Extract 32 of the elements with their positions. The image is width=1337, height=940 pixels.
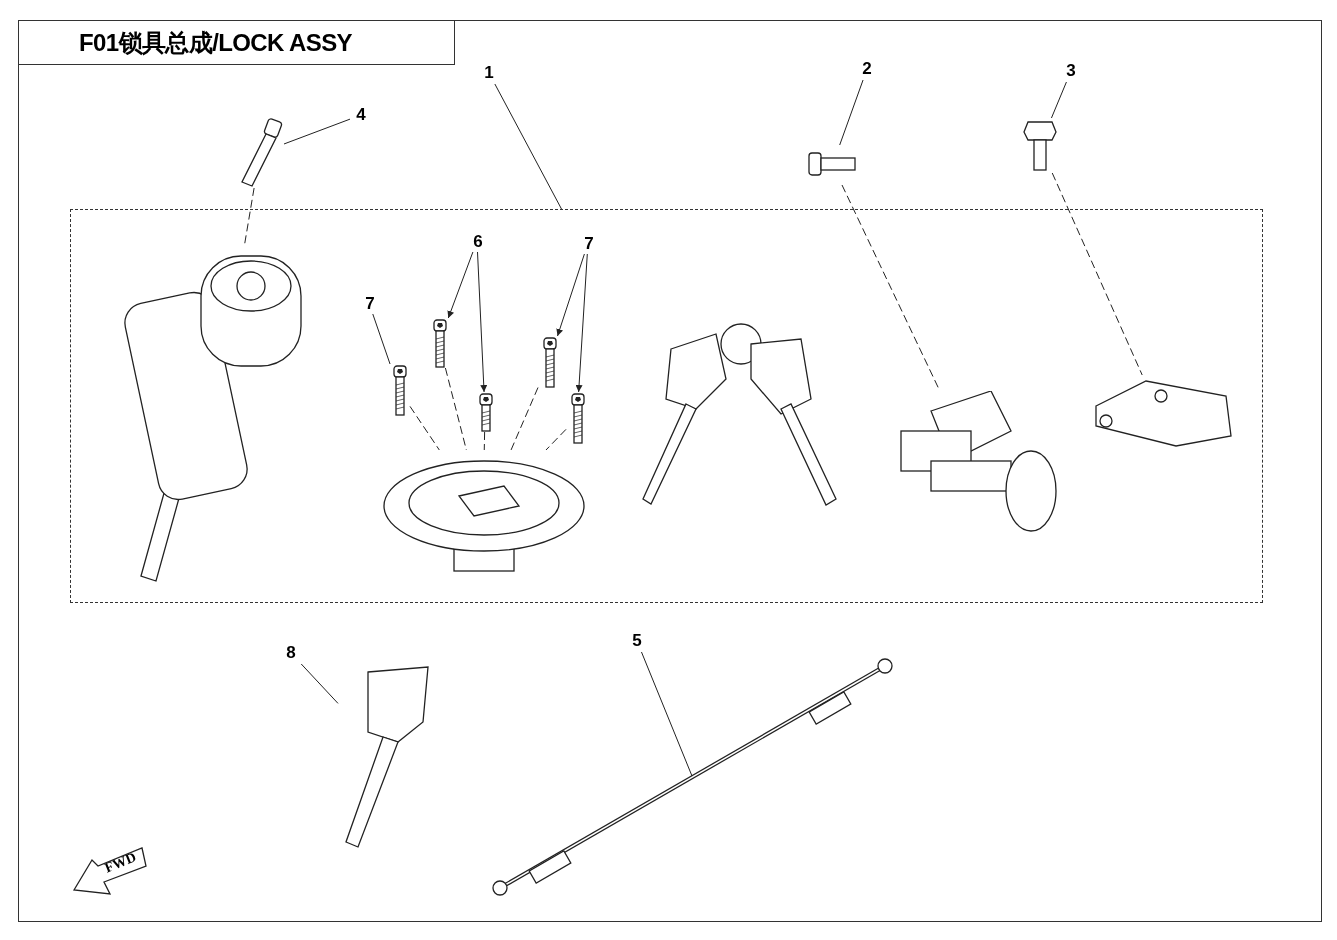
callout-number: 2	[856, 58, 878, 80]
assembly-line	[444, 367, 467, 451]
callout-number: 7	[359, 293, 381, 315]
leader-line	[447, 251, 474, 319]
callout-number: 3	[1060, 60, 1082, 82]
leader-line	[641, 651, 693, 777]
direction-label: FWD	[101, 848, 140, 878]
leader-line	[283, 118, 351, 145]
leader-line	[300, 663, 339, 704]
callout-number: 7	[578, 233, 600, 255]
assembly-line	[545, 428, 567, 451]
callout-number: 5	[626, 630, 648, 652]
callout-number: 6	[467, 231, 489, 253]
callout-number: 8	[280, 642, 302, 664]
leader-line	[839, 79, 864, 146]
assembly-line	[409, 405, 440, 451]
leader-line	[494, 83, 562, 210]
assembly-line	[510, 387, 539, 451]
leader-line	[575, 253, 588, 393]
leader-line	[372, 313, 391, 365]
leader-line	[556, 253, 585, 337]
assembly-line	[1051, 172, 1143, 376]
leader-line	[477, 251, 488, 393]
leader-line	[1050, 81, 1067, 119]
assembly-line	[483, 431, 486, 451]
assembly-outline	[70, 209, 1263, 603]
assembly-line	[841, 184, 940, 391]
hex-bolt-drawing	[1022, 118, 1058, 173]
assembly-line	[244, 187, 255, 246]
callout-number: 1	[478, 62, 500, 84]
title: F01锁具总成/LOCK ASSY	[79, 27, 352, 58]
callout-number: 4	[350, 104, 372, 126]
